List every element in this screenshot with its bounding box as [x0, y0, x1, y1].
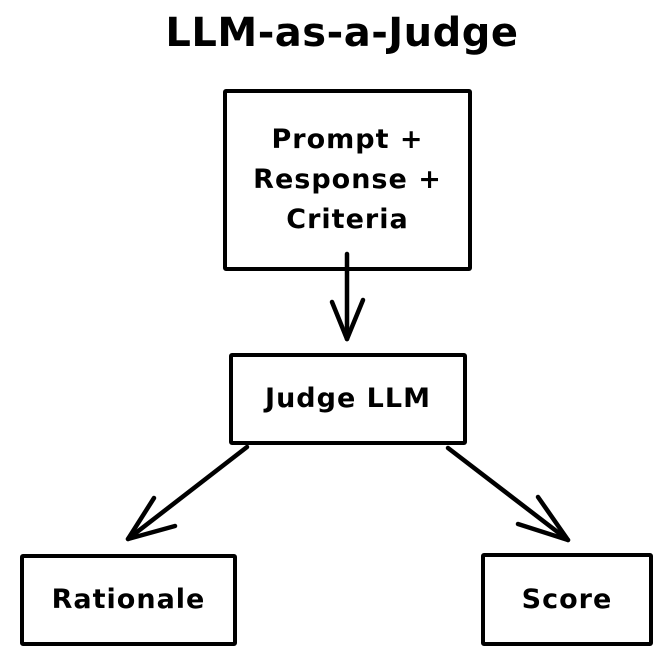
arrow-judge-to-rationale-icon — [125, 444, 250, 542]
arrow-judge-to-score-icon — [445, 445, 571, 543]
node-judge-box: Judge LLM — [229, 353, 467, 445]
node-judge-label: Judge LLM — [265, 383, 431, 414]
node-score-label: Score — [521, 583, 613, 615]
diagram-title: LLM-as-a-Judge — [165, 10, 519, 56]
node-input-line-3: Criteria — [286, 204, 409, 235]
node-input-line-2: Response + — [253, 164, 442, 195]
node-input-line-1: Prompt + — [271, 124, 424, 155]
node-rationale-box: Rationale — [20, 554, 237, 646]
node-rationale-label: Rationale — [51, 584, 206, 615]
node-input-box: Prompt + Response + Criteria — [223, 89, 472, 271]
node-score-box: Score — [481, 553, 653, 646]
